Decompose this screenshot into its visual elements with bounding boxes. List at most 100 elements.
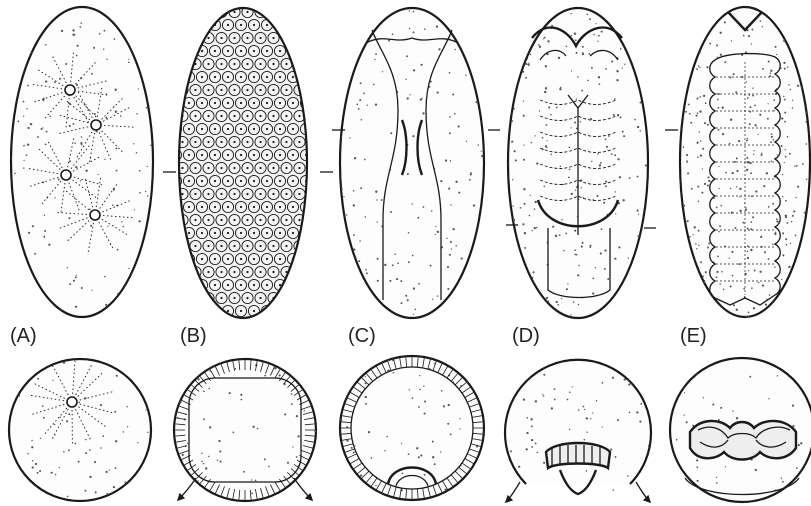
stipple-dot <box>219 450 221 452</box>
stipple-dot <box>410 94 411 95</box>
cell-nucleus <box>181 167 183 169</box>
stipple-dot <box>698 230 700 232</box>
blastoderm-cell <box>196 305 207 316</box>
stipple-dot <box>126 406 127 407</box>
stipple-dot <box>536 227 537 228</box>
stipple-dot <box>551 154 552 155</box>
stipple-dot <box>768 398 769 399</box>
cell-nucleus <box>214 258 216 260</box>
stipple-dot <box>807 298 808 299</box>
stipple-dot <box>49 116 51 118</box>
stipple-dot <box>297 435 299 437</box>
stipple-dot <box>361 119 363 121</box>
stipple-dot <box>455 245 456 246</box>
cell-nucleus <box>253 284 255 286</box>
stipple-dot <box>80 22 82 24</box>
stipple-dot <box>718 129 720 131</box>
stipple-dot <box>753 154 754 155</box>
stipple-dot <box>597 153 599 155</box>
stipple-dot <box>781 279 782 280</box>
stipple-dot <box>704 183 706 185</box>
stipple-dot <box>584 409 585 410</box>
blastoderm-cell <box>183 19 194 30</box>
stipple-dot <box>596 23 597 24</box>
stipple-dot <box>754 270 756 272</box>
cell-nucleus <box>246 245 248 247</box>
stipple-dot <box>515 282 517 284</box>
stipple-dot <box>574 33 576 35</box>
stipple-dot <box>461 258 463 260</box>
stipple-dot <box>602 382 604 384</box>
stipple-dot <box>563 250 565 252</box>
stipple-dot <box>63 451 65 453</box>
stipple-dot <box>688 49 689 50</box>
stipple-dot <box>405 79 406 80</box>
stipple-dot <box>197 378 199 380</box>
stipple-dot <box>72 29 74 31</box>
stipple-dot <box>570 13 571 14</box>
stipple-dot <box>454 113 456 115</box>
stipple-dot <box>725 172 727 174</box>
stipple-dot <box>218 440 220 442</box>
stipple-dot <box>400 280 402 282</box>
stipple-dot <box>359 99 361 101</box>
stipple-dot <box>216 497 218 499</box>
stipple-dot <box>708 243 710 245</box>
stipple-dot <box>550 114 552 116</box>
stipple-dot <box>518 41 519 42</box>
stipple-dot <box>687 220 689 222</box>
stipple-dot <box>530 54 532 56</box>
stipple-dot <box>646 16 648 18</box>
stipple-dot <box>374 299 375 300</box>
stipple-dot <box>629 177 631 179</box>
stipple-dot <box>120 115 122 117</box>
stipple-dot <box>604 268 606 270</box>
stipple-dot <box>575 190 576 191</box>
stipple-dot <box>581 187 582 188</box>
stipple-dot <box>19 486 20 487</box>
cell-nucleus <box>285 115 287 117</box>
stipple-dot <box>736 309 738 311</box>
stipple-dot <box>628 383 630 385</box>
stipple-dot <box>46 131 48 133</box>
cell-nucleus <box>292 24 294 26</box>
stipple-dot <box>31 440 32 441</box>
stipple-dot <box>646 297 648 299</box>
cell-nucleus <box>272 271 274 273</box>
stipple-dot <box>770 70 772 72</box>
stipple-dot <box>68 449 70 451</box>
stipple-dot <box>804 277 806 279</box>
stipple-dot <box>793 281 795 283</box>
stipple-dot <box>611 153 613 155</box>
stipple-dot <box>255 480 257 482</box>
cell-nucleus <box>220 115 222 117</box>
stipple-dot <box>721 271 723 273</box>
blastoderm-cell <box>177 6 188 17</box>
stipple-dot <box>24 493 25 494</box>
stipple-dot <box>804 279 806 281</box>
stipple-dot <box>590 418 591 419</box>
cell-nucleus <box>207 167 209 169</box>
stipple-dot <box>54 197 55 198</box>
stipple-dot <box>791 34 792 35</box>
cell-nucleus <box>266 24 268 26</box>
stipple-dot <box>670 495 672 497</box>
cell-nucleus <box>285 141 287 143</box>
stipple-dot <box>806 143 808 145</box>
stipple-dot <box>755 124 757 126</box>
cell-nucleus <box>240 102 242 104</box>
cell-nucleus <box>285 193 287 195</box>
section-d-outline <box>505 360 651 484</box>
stipple-dot <box>89 208 91 210</box>
stipple-dot <box>401 443 402 444</box>
cell-nucleus <box>305 258 307 260</box>
stipple-dot <box>513 27 515 29</box>
stipple-dot <box>66 420 68 422</box>
blastoderm-cell <box>281 292 292 303</box>
stipple-dot <box>349 137 350 138</box>
stipple-dot <box>704 280 706 282</box>
stipple-dot <box>544 37 546 39</box>
stipple-dot <box>748 312 750 314</box>
cell-nucleus <box>259 297 261 299</box>
stipple-dot <box>787 312 788 313</box>
